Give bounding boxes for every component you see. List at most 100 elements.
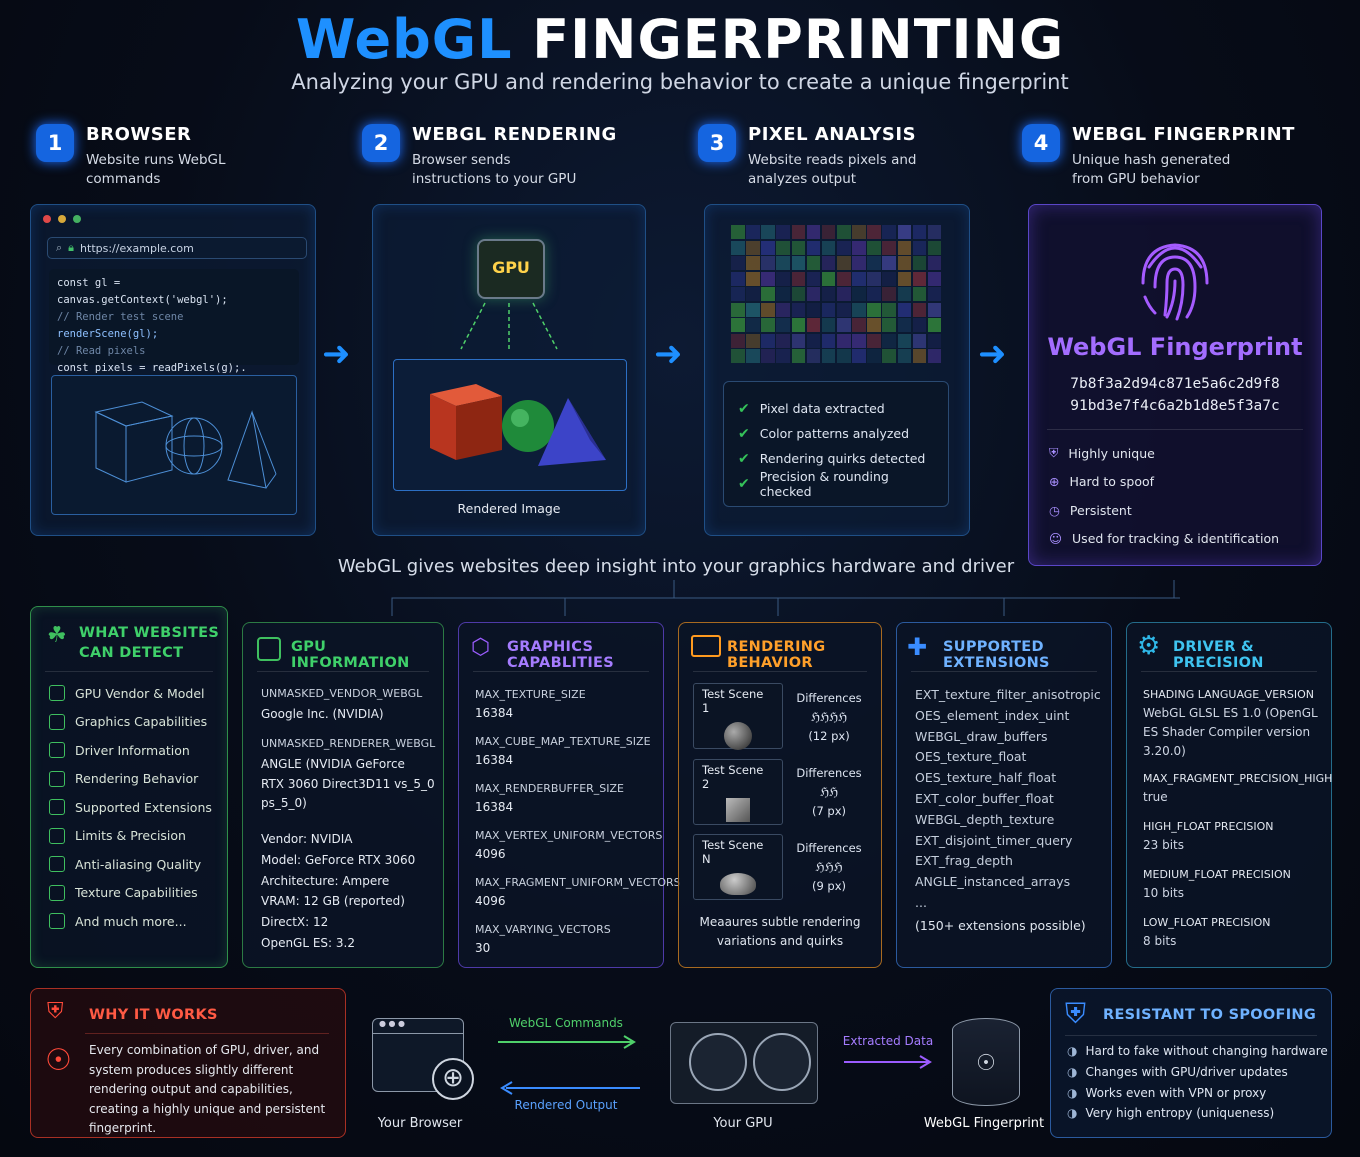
pixel-cell bbox=[882, 271, 897, 286]
check-item: ✔Precision & rounding checked bbox=[738, 468, 889, 499]
pixel-cell bbox=[867, 349, 881, 364]
detect-item: Texture Capabilities bbox=[49, 879, 212, 908]
check-item: ✔Pixel data extracted bbox=[738, 400, 885, 417]
pixel-cell bbox=[882, 333, 897, 348]
pixel-cell bbox=[837, 256, 851, 271]
pixel-cell bbox=[791, 349, 806, 364]
driver-icon bbox=[49, 742, 65, 759]
pixel-cell bbox=[746, 349, 760, 364]
close-dot-icon[interactable] bbox=[43, 215, 51, 223]
detect-item: Rendering Behavior bbox=[49, 765, 212, 794]
resistant-item: ◑Very high entropy (uniqueness) bbox=[1067, 1103, 1328, 1124]
insight-text: WebGL gives websites deep insight into y… bbox=[337, 556, 1015, 577]
lock-icon: 🔒︎ bbox=[68, 241, 75, 254]
pixel-cell bbox=[852, 333, 866, 348]
render-icon bbox=[49, 770, 65, 787]
pixel-grid bbox=[731, 225, 943, 365]
pixel-cell bbox=[776, 225, 791, 240]
check-item: ✔Color patterns analyzed bbox=[738, 425, 910, 442]
pixel-cell bbox=[746, 318, 760, 333]
hash-line-1: 7b8f3a2d94c871e5a6c2d9f8 bbox=[1070, 376, 1280, 392]
extension-icon bbox=[49, 799, 65, 816]
title-fingerprinting: FINGERPRINTING bbox=[532, 8, 1065, 71]
maximize-dot-icon[interactable] bbox=[73, 215, 81, 223]
arrow-right-icon: ➜ bbox=[978, 334, 1007, 374]
scene-1-diff: Differences ℌℌℌℌ (12 px) bbox=[796, 691, 862, 743]
pixel-cell bbox=[821, 318, 836, 333]
renderer-label: UNMASKED_RENDERER_WEBGL bbox=[261, 737, 436, 750]
extensions-note: (150+ extensions possible) bbox=[915, 917, 1086, 933]
shield-fingerprint-icon: ⛨ bbox=[47, 999, 64, 1024]
cube-icon: ⬡ bbox=[471, 635, 491, 660]
pixel-cell bbox=[806, 287, 821, 302]
your-gpu-label: Your GPU bbox=[713, 1116, 773, 1131]
pixel-cell bbox=[912, 333, 927, 348]
pixel-cell bbox=[791, 240, 806, 255]
fingerprint-db-icon: ☉ bbox=[976, 1051, 996, 1076]
pixel-cell bbox=[746, 333, 760, 348]
step-1-desc: Website runs WebGL commands bbox=[86, 152, 226, 187]
cube-small-icon bbox=[726, 798, 750, 822]
gpu-card-icon bbox=[670, 1022, 818, 1104]
arrow-right-icon: ➜ bbox=[322, 334, 351, 374]
divider bbox=[1141, 671, 1317, 672]
pixel-cell bbox=[731, 349, 745, 364]
bullet-icon: ◑ bbox=[1067, 1044, 1078, 1058]
chip-icon bbox=[49, 685, 65, 702]
pixel-cell bbox=[776, 318, 791, 333]
minimize-dot-icon[interactable] bbox=[58, 215, 66, 223]
step-2-badge: 2 bbox=[362, 124, 400, 162]
pixel-cell bbox=[761, 318, 775, 333]
pixel-cell bbox=[912, 318, 927, 333]
vendor-value: Google Inc. (NVIDIA) bbox=[261, 707, 384, 721]
commands-label: WebGL Commands bbox=[509, 1016, 623, 1030]
driver-title: DRIVER & PRECISION bbox=[1173, 639, 1264, 671]
pixel-cell bbox=[852, 287, 866, 302]
pixel-cell bbox=[882, 240, 897, 255]
pixel-cell bbox=[897, 225, 912, 240]
pixel-cell bbox=[837, 318, 851, 333]
pixel-cell bbox=[867, 302, 881, 317]
pixel-cell bbox=[852, 225, 866, 240]
address-bar[interactable]: ⌕ 🔒︎ https://example.com bbox=[47, 237, 307, 259]
pixel-cell bbox=[897, 349, 912, 364]
code-line-5: const pixels = readPixels(g);. bbox=[57, 362, 247, 374]
pixel-cell bbox=[867, 271, 881, 286]
divider bbox=[911, 671, 1097, 672]
code-editor: const gl = canvas.getContext('webgl'); /… bbox=[49, 269, 299, 374]
puzzle-icon: ✚ bbox=[907, 633, 928, 661]
rendering-behavior-title: RENDERING BEHAVIOR bbox=[727, 639, 826, 671]
globe-icon: ⊕ bbox=[432, 1058, 474, 1100]
pixel-cell bbox=[821, 349, 836, 364]
test-scene-2: Test Scene 2 bbox=[693, 759, 783, 825]
output-arrow-icon bbox=[500, 1081, 640, 1095]
pixel-cell bbox=[791, 287, 806, 302]
pixel-cell bbox=[897, 302, 912, 317]
pixel-cell bbox=[912, 225, 927, 240]
pixel-cell bbox=[761, 256, 775, 271]
pixel-cell bbox=[761, 349, 775, 364]
pixel-cell bbox=[791, 333, 806, 348]
graphics-icon bbox=[49, 713, 65, 730]
pixel-cell bbox=[852, 271, 866, 286]
extracted-label: Extracted Data bbox=[842, 1034, 934, 1048]
pixel-cell bbox=[897, 318, 912, 333]
pixel-cell bbox=[806, 349, 821, 364]
pixel-cell bbox=[791, 225, 806, 240]
pixel-cell bbox=[776, 349, 791, 364]
pixel-cell bbox=[927, 287, 942, 302]
step-4-title: WEBGL FINGERPRINT bbox=[1072, 124, 1295, 145]
clock-icon: ◷ bbox=[1049, 502, 1060, 518]
pixel-cell bbox=[821, 256, 836, 271]
pixel-cell bbox=[837, 271, 851, 286]
